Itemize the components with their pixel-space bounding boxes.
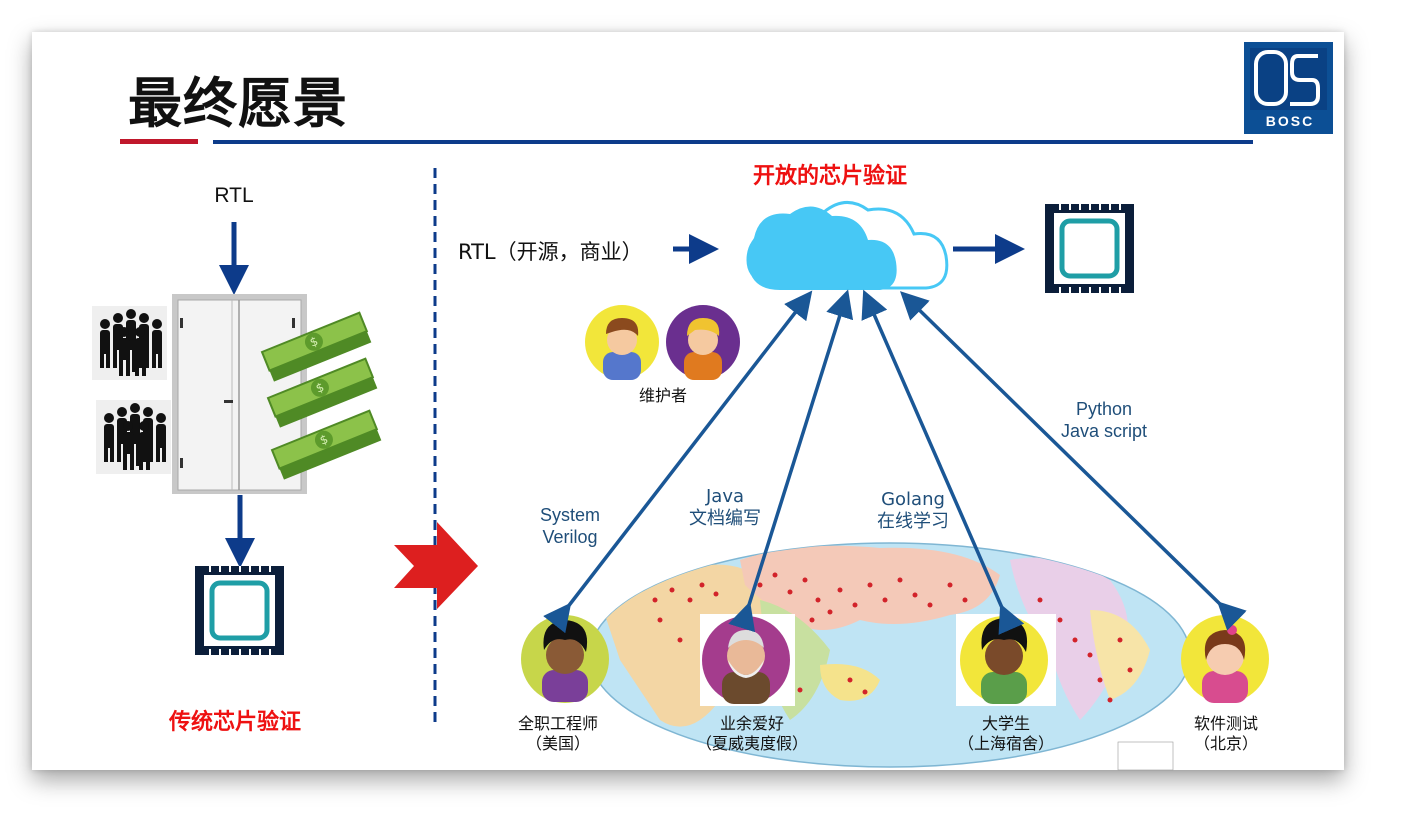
person-avatar (700, 614, 795, 706)
title-underline (120, 139, 1253, 144)
person-avatar (521, 615, 609, 703)
money-stack-icon: $ $ $ (260, 311, 382, 480)
open-verification-heading: 开放的芯片验证 (752, 164, 907, 189)
chip-icon (1045, 204, 1134, 293)
world-map (589, 542, 1191, 771)
person-label-engineer: 全职工程师 （美国） (500, 714, 616, 754)
label-line: 大学生 (981, 714, 1030, 733)
logo-text: BOSC (1265, 113, 1315, 129)
label-line: （夏威夷度假） (695, 734, 808, 753)
page-title: 最终愿景 (128, 72, 348, 135)
transition-arrow (394, 522, 478, 609)
label-line: 软件测试 (1193, 714, 1258, 733)
label-line: Python (1075, 399, 1133, 419)
label-java: Java 文档编写 (672, 486, 778, 530)
label-python: Python Java script (1046, 398, 1162, 442)
left-rtl-label: RTL (214, 184, 254, 207)
bosc-logo (1244, 42, 1333, 134)
label-line: 在线学习 (877, 511, 949, 532)
person-label-hobbyist: 业余爱好 （夏威夷度假） (684, 714, 820, 754)
label-line: 全职工程师 (517, 714, 598, 733)
traditional-caption: 传统芯片验证 (168, 710, 301, 735)
chip-icon (195, 566, 284, 655)
label-golang: Golang 在线学习 (858, 489, 968, 533)
person-label-student: 大学生 （上海宿舍） (950, 714, 1062, 754)
arrow-java (728, 289, 854, 633)
people-crowd-icon (92, 306, 167, 380)
label-line: Java script (1060, 421, 1148, 441)
people-crowd-icon (96, 400, 171, 474)
label-line: （上海宿舍） (957, 734, 1054, 753)
right-rtl-label: RTL（开源，商业） (458, 240, 643, 264)
person-label-tester: 软件测试 （北京） (1176, 714, 1276, 754)
maintainer-avatar (666, 305, 740, 380)
label-line: System (539, 505, 600, 525)
label-line: 业余爱好 (719, 714, 784, 733)
label-line: Golang (881, 489, 945, 510)
cloud-icon (746, 201, 949, 290)
label-line: Java (705, 486, 745, 507)
person-avatar (956, 614, 1056, 706)
label-line: 文档编写 (689, 508, 761, 529)
person-avatar (1181, 615, 1269, 703)
maintainers-label: 维护者 (638, 386, 687, 405)
maintainer-avatar (585, 305, 659, 380)
label-line: Verilog (542, 527, 598, 547)
label-line: （北京） (1193, 734, 1258, 753)
label-system-verilog: System Verilog (520, 504, 620, 548)
arrow-python (899, 291, 1247, 631)
label-line: （美国） (525, 734, 590, 753)
